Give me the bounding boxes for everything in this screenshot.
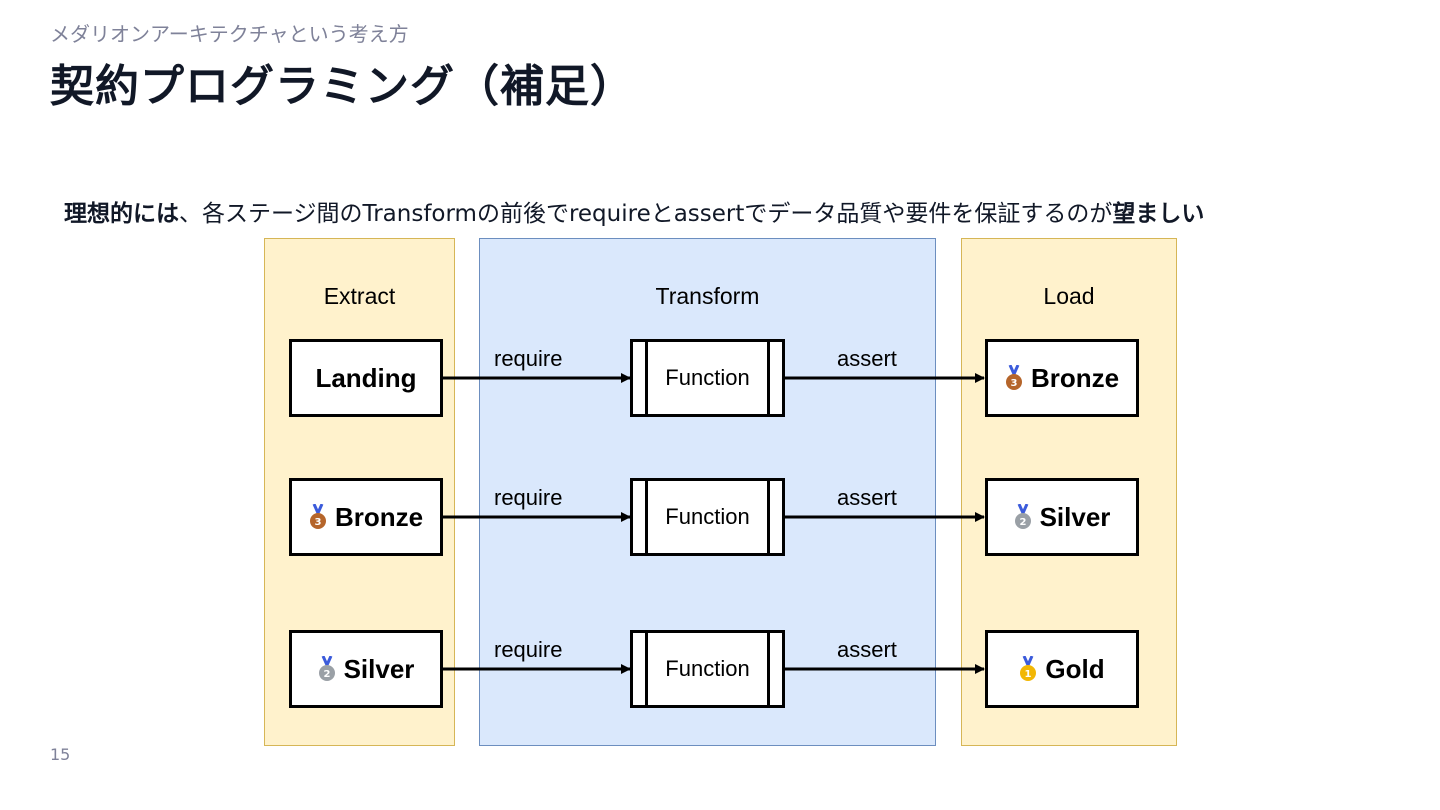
gold-medal-icon: 1 bbox=[1020, 656, 1037, 681]
page-title: 契約プログラミング（補足） bbox=[50, 61, 635, 112]
function-node: Function bbox=[630, 339, 785, 417]
target-node-gold: 1 Gold bbox=[985, 630, 1139, 708]
transform-label: Transform bbox=[655, 283, 760, 309]
assert-label: assert bbox=[837, 346, 897, 371]
target-node-label: Gold bbox=[1045, 653, 1105, 684]
target-node-silver: 2 Silver bbox=[985, 478, 1139, 556]
require-label: require bbox=[494, 485, 563, 510]
function-label: Function bbox=[665, 365, 750, 390]
svg-text:2: 2 bbox=[323, 669, 330, 680]
section-subtitle: メダリオンアーキテクチャという考え方 bbox=[50, 22, 409, 46]
source-node-label: Bronze bbox=[334, 501, 424, 532]
silver-medal-icon: 2 bbox=[1014, 504, 1031, 529]
silver-medal-icon: 2 bbox=[318, 656, 335, 681]
lead-strong-2: 望ましい bbox=[1112, 201, 1205, 227]
source-node-landing: Landing bbox=[289, 339, 443, 417]
bronze-medal-icon: 3 bbox=[1005, 365, 1022, 390]
svg-text:1: 1 bbox=[1025, 669, 1032, 680]
target-node-bronze: 3 Bronze bbox=[985, 339, 1139, 417]
page-number: 15 bbox=[50, 745, 71, 764]
svg-text:3: 3 bbox=[1010, 378, 1017, 389]
function-node: Function bbox=[630, 478, 785, 556]
source-node-label: Landing bbox=[315, 362, 417, 393]
svg-text:3: 3 bbox=[314, 517, 321, 528]
target-node-label: Bronze bbox=[1030, 362, 1120, 393]
require-label: require bbox=[494, 637, 563, 662]
require-label: require bbox=[494, 346, 563, 371]
function-label: Function bbox=[665, 504, 750, 529]
assert-label: assert bbox=[837, 485, 897, 510]
extract-label: Extract bbox=[323, 283, 396, 309]
target-node-label: Silver bbox=[1039, 501, 1111, 532]
function-node: Function bbox=[630, 630, 785, 708]
load-label: Load bbox=[1043, 283, 1095, 309]
lead-text: 理想的には、各ステージ間のTransformの前後でrequireとassert… bbox=[64, 194, 1404, 228]
lead-strong-1: 理想的には bbox=[64, 201, 179, 227]
lead-body: 、各ステージ間のTransformの前後でrequireとassertでデータ品… bbox=[179, 201, 1113, 227]
bronze-medal-icon: 3 bbox=[309, 504, 326, 529]
assert-label: assert bbox=[837, 637, 897, 662]
source-node-silver: 2 Silver bbox=[289, 630, 443, 708]
source-node-label: Silver bbox=[343, 653, 415, 684]
function-label: Function bbox=[665, 656, 750, 681]
svg-text:2: 2 bbox=[1019, 517, 1026, 528]
source-node-bronze: 3 Bronze bbox=[289, 478, 443, 556]
